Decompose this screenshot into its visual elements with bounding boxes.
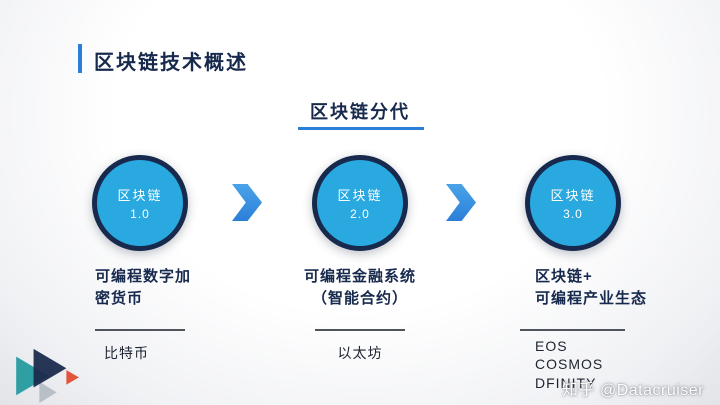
generation-description-2: 可编程金融系统 （智能合约） (303, 268, 416, 307)
title-accent-bar (78, 44, 82, 73)
triangles-logo-icon (16, 348, 79, 403)
section-title-underline (298, 127, 424, 130)
chevron-right-icon (232, 184, 262, 221)
chevron-right-icon (446, 184, 476, 221)
generation-description-1: 可编程数字加 密货币 (95, 268, 192, 307)
page-title: 区块链技术概述 (94, 52, 248, 74)
watermark: 知乎 @Datacruiser (562, 382, 704, 399)
generation-examples-1: 比特币 (104, 345, 149, 361)
section-title: 区块链分代 (310, 102, 410, 122)
generation-examples-2: 以太坊 (337, 345, 383, 361)
circle-label: 区块链 (550, 188, 596, 203)
circle-label: 区块链 (117, 188, 163, 203)
circle-version: 1.0 (130, 207, 150, 221)
circle-version: 3.0 (563, 207, 583, 221)
generation-circle-1: 区块链 1.0 (92, 155, 188, 251)
circle-version: 2.0 (350, 207, 370, 221)
generation-circle-2: 区块链 2.0 (312, 155, 408, 251)
generation-examples-3: EOS COSMOS DFINITY (535, 338, 604, 391)
circle-label: 区块链 (337, 188, 383, 203)
divider-2 (315, 329, 405, 331)
divider-3 (520, 329, 625, 331)
generation-description-3: 区块链+ 可编程产业生态 (535, 268, 648, 307)
divider-1 (95, 329, 185, 331)
generation-circle-3: 区块链 3.0 (525, 155, 621, 251)
